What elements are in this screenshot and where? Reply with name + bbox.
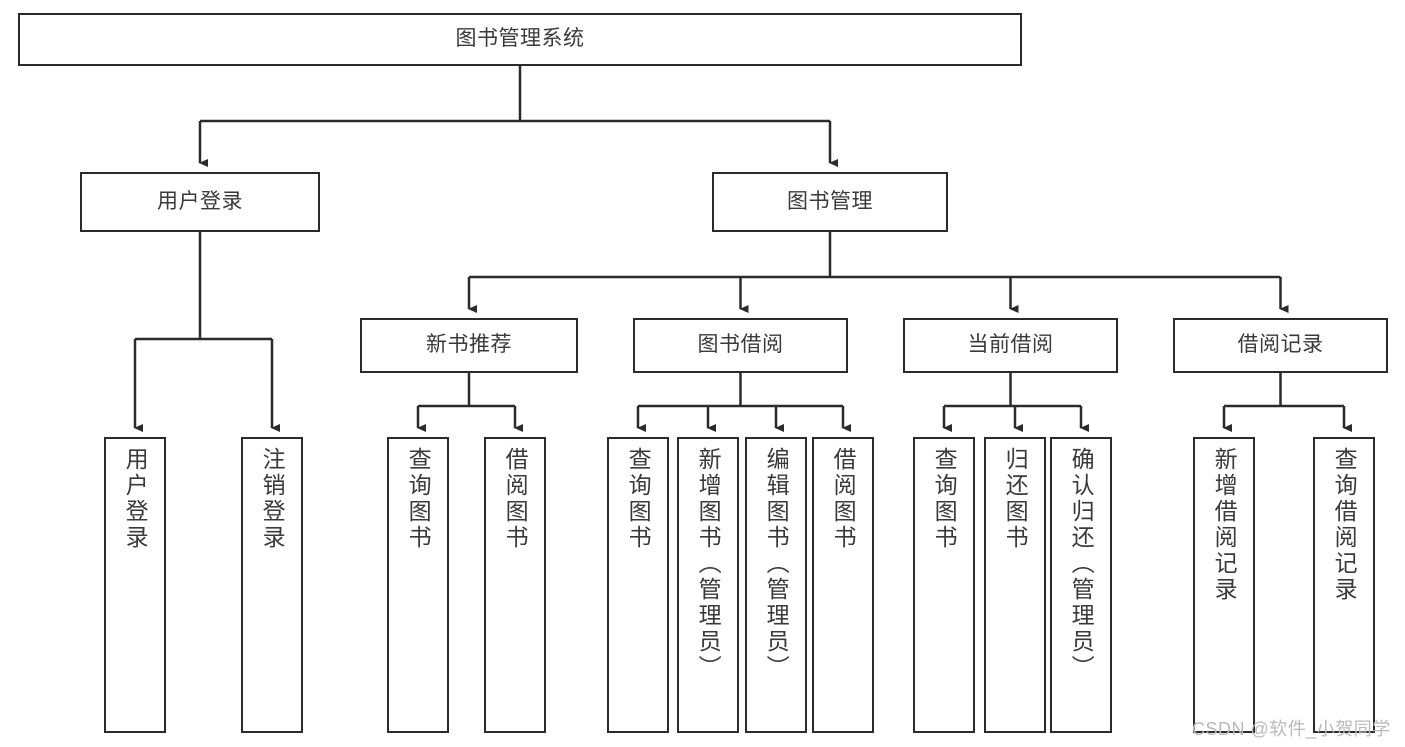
node-label-leaf-query-1: 查询图书 (405, 447, 432, 551)
node-leaf-borrow-1[interactable]: 借阅图书 (484, 437, 546, 733)
node-label-leaf-edit-book: 编辑图书（管理员） (763, 447, 790, 681)
node-new-book-rec[interactable]: 新书推荐 (360, 318, 578, 373)
node-label-root: 图书管理系统 (455, 27, 585, 51)
node-leaf-query-rec[interactable]: 查询借阅记录 (1313, 437, 1375, 733)
node-leaf-query-2[interactable]: 查询图书 (607, 437, 669, 733)
node-root[interactable]: 图书管理系统 (18, 13, 1022, 66)
node-leaf-add-rec[interactable]: 新增借阅记录 (1193, 437, 1255, 733)
node-label-leaf-query-2: 查询图书 (625, 447, 652, 551)
node-label-leaf-return: 归还图书 (1002, 447, 1029, 551)
node-label-user-login: 用户登录 (157, 189, 243, 213)
node-label-leaf-add-rec: 新增借阅记录 (1211, 447, 1238, 603)
node-current-borrow[interactable]: 当前借阅 (903, 318, 1118, 373)
node-label-leaf-user-login: 用户登录 (122, 447, 149, 551)
node-book-borrow[interactable]: 图书借阅 (633, 318, 848, 373)
node-label-leaf-logout: 注销登录 (259, 447, 286, 551)
node-borrow-record[interactable]: 借阅记录 (1173, 318, 1388, 373)
node-label-leaf-query-3: 查询图书 (931, 447, 958, 551)
node-leaf-borrow-2[interactable]: 借阅图书 (812, 437, 874, 733)
node-label-leaf-borrow-1: 借阅图书 (502, 447, 529, 551)
node-leaf-query-1[interactable]: 查询图书 (387, 437, 449, 733)
node-label-leaf-confirm: 确认归还（管理员） (1068, 447, 1095, 681)
node-label-book-borrow: 图书借阅 (697, 333, 784, 357)
node-leaf-return[interactable]: 归还图书 (984, 437, 1046, 733)
node-label-leaf-query-rec: 查询借阅记录 (1331, 447, 1358, 603)
node-label-leaf-add-book: 新增图书（管理员） (695, 447, 722, 681)
node-label-book-manage: 图书管理 (787, 189, 873, 213)
node-leaf-add-book[interactable]: 新增图书（管理员） (677, 437, 739, 733)
node-leaf-edit-book[interactable]: 编辑图书（管理员） (745, 437, 807, 733)
node-user-login[interactable]: 用户登录 (80, 172, 320, 232)
node-book-manage[interactable]: 图书管理 (712, 172, 948, 232)
node-leaf-confirm[interactable]: 确认归还（管理员） (1050, 437, 1112, 733)
csdn-watermark: CSDN @软件_小贺同学 (1192, 719, 1391, 739)
node-leaf-logout[interactable]: 注销登录 (241, 437, 303, 733)
node-label-borrow-record: 借阅记录 (1237, 333, 1324, 357)
node-leaf-query-3[interactable]: 查询图书 (913, 437, 975, 733)
node-label-leaf-borrow-2: 借阅图书 (830, 447, 857, 551)
node-label-new-book-rec: 新书推荐 (426, 333, 512, 357)
node-leaf-user-login[interactable]: 用户登录 (104, 437, 166, 733)
edge-layer (133, 66, 1352, 432)
node-label-current-borrow: 当前借阅 (967, 333, 1054, 357)
